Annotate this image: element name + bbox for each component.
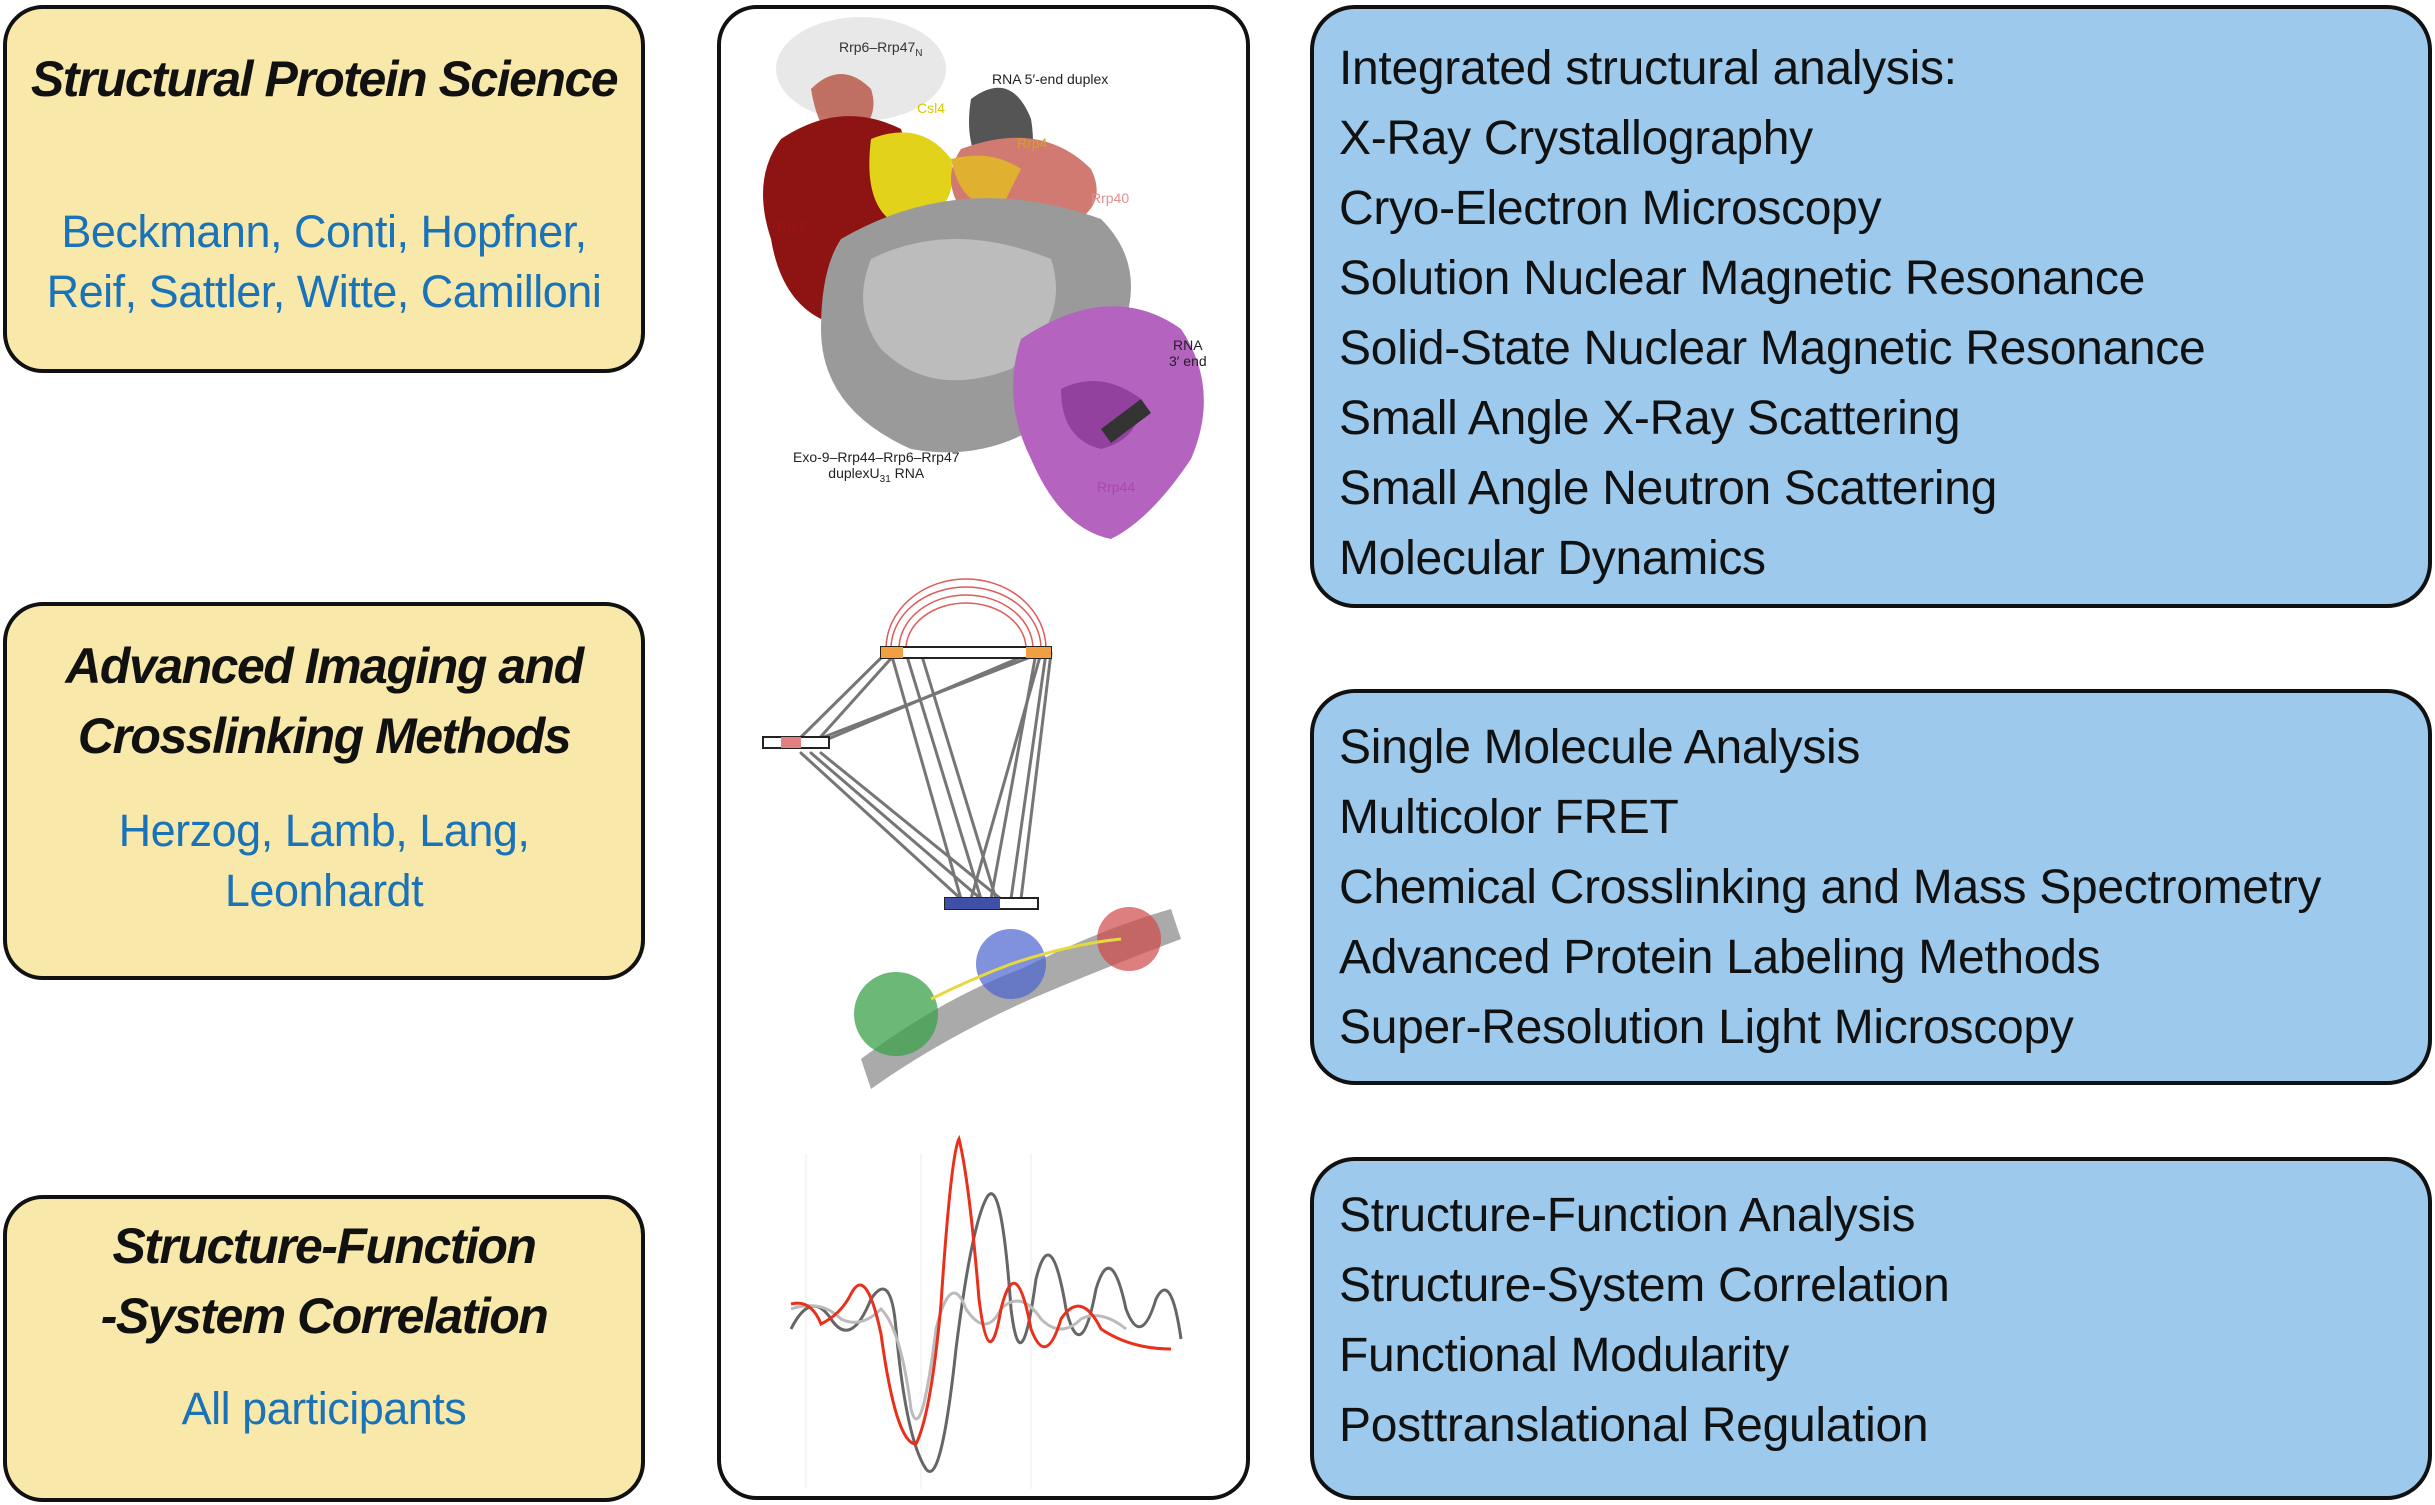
protein-structure-image (763, 17, 1204, 539)
structure-function-box: Structure-Function -System Correlation A… (3, 1195, 645, 1502)
label-text: 3′ end (1169, 353, 1207, 369)
label-subscript: N (915, 47, 923, 59)
label-subscript: 31 (879, 473, 891, 485)
label-text: Exo-9–Rrp44–Rrp6–Rrp47 (793, 449, 960, 465)
figure-illustrations (762, 17, 1204, 1489)
method-item: X-Ray Crystallography (1339, 112, 1813, 165)
authors: Leonhardt (224, 865, 424, 916)
label-rna-3-end: RNA 3′ end (1169, 337, 1207, 369)
imaging-methods-box: Single Molecule Analysis Multicolor FRET… (1310, 689, 2432, 1085)
label-csl4: Csl4 (917, 100, 946, 116)
method-item: Solid-State Nuclear Magnetic Resonance (1339, 322, 2206, 375)
method-item: Molecular Dynamics (1339, 532, 1766, 585)
box-title: Crosslinking Methods (77, 708, 572, 764)
spectra-plot (789, 1134, 1183, 1489)
method-item: Single Molecule Analysis (1339, 721, 1861, 774)
method-item: Structure-Function Analysis (1339, 1189, 1916, 1242)
box-title: Structure-Function (112, 1218, 537, 1274)
authors: Herzog, Lamb, Lang, (118, 805, 530, 856)
method-item: Integrated structural analysis: (1339, 42, 1957, 95)
label-complex: Exo-9–Rrp44–Rrp6–Rrp47 duplexU31 RNA (793, 449, 960, 488)
function-analysis-box: Structure-Function Analysis Structure-Sy… (1310, 1157, 2432, 1500)
method-item: Advanced Protein Labeling Methods (1339, 931, 2101, 984)
label-text: RNA (890, 465, 925, 481)
label-text: Rrp6–Rrp47 (839, 39, 916, 55)
box-title: Structural Protein Science (30, 51, 619, 107)
method-item: Solution Nuclear Magnetic Resonance (1339, 252, 2145, 305)
method-item: Posttranslational Regulation (1339, 1399, 1929, 1452)
label-text: RNA (1173, 337, 1203, 353)
fret-model-image (854, 907, 1181, 1089)
label-rrp6: Rrp6 (777, 218, 808, 234)
method-item: Super-Resolution Light Microscopy (1339, 1001, 2074, 1054)
gray-curve (789, 1192, 1183, 1473)
label-rrp44: Rrp44 (1097, 479, 1136, 495)
label-rna-5-end: RNA 5′-end duplex (992, 71, 1109, 87)
crosslink-network-diagram (762, 578, 1053, 910)
method-item: Cryo-Electron Microscopy (1339, 182, 1882, 235)
method-item: Multicolor FRET (1339, 791, 1679, 844)
structural-methods-box: Integrated structural analysis: X-Ray Cr… (1310, 5, 2432, 608)
method-item: Chemical Crosslinking and Mass Spectrome… (1339, 861, 2322, 914)
method-item: Structure-System Correlation (1339, 1259, 1950, 1312)
method-item: Small Angle Neutron Scattering (1339, 462, 1998, 515)
figure-panel: Rrp6–Rrp47N RNA 5′-end duplex Csl4 Rrp4 … (717, 5, 1250, 1500)
label-rrp6-rrp47n: Rrp6–Rrp47N (839, 39, 923, 62)
label-text: duplexU (828, 465, 880, 481)
authors: Beckmann, Conti, Hopfner, (61, 206, 587, 257)
method-item: Functional Modularity (1339, 1329, 1789, 1382)
label-rrp4: Rrp4 (1017, 135, 1048, 151)
red-curve (790, 1134, 1172, 1446)
authors: Reif, Sattler, Witte, Camilloni (46, 266, 602, 317)
box-title: Advanced Imaging and (65, 638, 584, 694)
box-title: -System Correlation (100, 1288, 549, 1344)
label-rrp40: Rrp40 (1091, 190, 1130, 206)
method-item: Small Angle X-Ray Scattering (1339, 392, 1961, 445)
structural-protein-science-box: Structural Protein Science Beckmann, Con… (3, 5, 645, 373)
lightgray-curve (790, 1291, 1127, 1421)
authors: All participants (181, 1383, 467, 1434)
advanced-imaging-box: Advanced Imaging and Crosslinking Method… (3, 602, 645, 980)
